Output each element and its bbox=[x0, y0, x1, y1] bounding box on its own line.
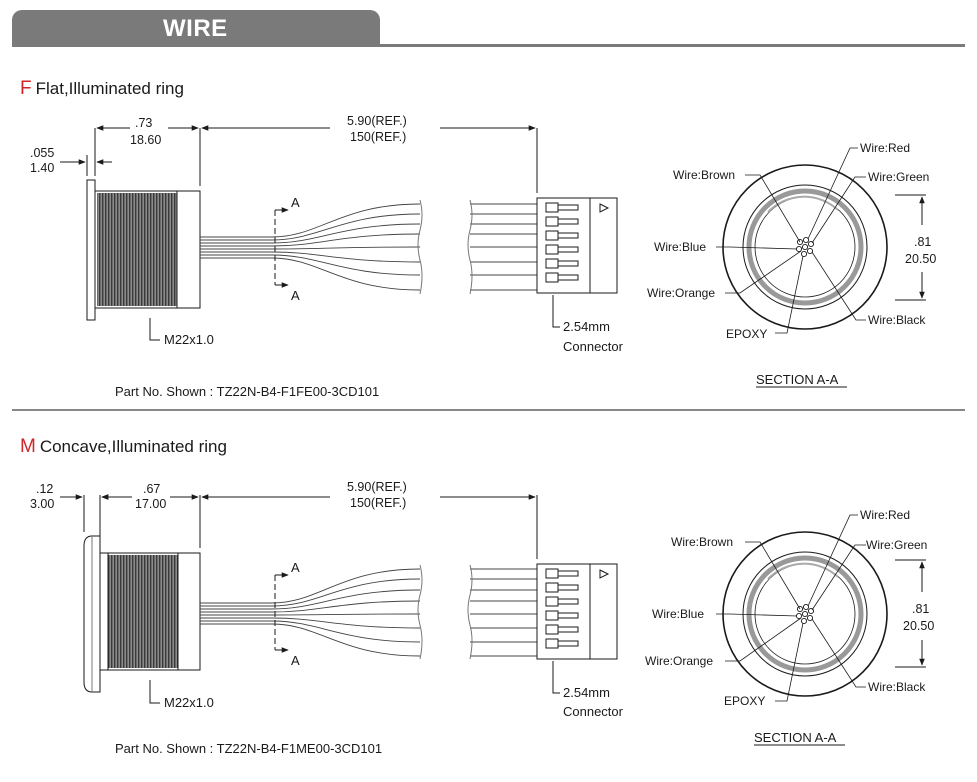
epoxy-label: EPOXY bbox=[726, 327, 767, 341]
connector-label: Connector bbox=[563, 339, 624, 354]
thread-label: M22x1.0 bbox=[164, 695, 214, 710]
dim-body-mm: 18.60 bbox=[130, 133, 161, 147]
thread-label: M22x1.0 bbox=[164, 332, 214, 347]
connector-pitch: 2.54mm bbox=[563, 319, 610, 334]
section-f-cross-section bbox=[716, 147, 926, 388]
wire-brown-label: Wire:Brown bbox=[673, 168, 735, 182]
header-rule bbox=[12, 44, 965, 47]
section-divider bbox=[12, 409, 965, 411]
wire-black-label: Wire:Black bbox=[868, 313, 926, 327]
dim-cable-in: 5.90(REF.) bbox=[347, 114, 407, 128]
diam-mm: 20.50 bbox=[903, 619, 934, 633]
thread-pattern bbox=[97, 193, 177, 306]
diam-in: .81 bbox=[914, 235, 931, 249]
dim-front-mm: 1.40 bbox=[30, 161, 54, 175]
part-number: Part No. Shown : TZ22N-B4-F1ME00-3CD101 bbox=[115, 741, 382, 756]
connector-pitch: 2.54mm bbox=[563, 685, 610, 700]
wire-orange-label: Wire:Orange bbox=[645, 654, 713, 668]
diam-in: .81 bbox=[912, 602, 929, 616]
header-tab bbox=[12, 10, 380, 46]
dim-body-mm: 17.00 bbox=[135, 497, 166, 511]
dim-cable-mm: 150(REF.) bbox=[350, 130, 406, 144]
wire-bundle bbox=[200, 203, 537, 291]
wire-blue-label: Wire:Blue bbox=[652, 607, 704, 621]
wire-blue-label: Wire:Blue bbox=[654, 240, 706, 254]
wire-green-label: Wire:Green bbox=[866, 538, 927, 552]
section-m-title: Concave,Illuminated ring bbox=[39, 437, 227, 456]
section-f-title: Flat,Illuminated ring bbox=[35, 79, 184, 98]
section-f-letter: F bbox=[20, 78, 32, 99]
epoxy-label: EPOXY bbox=[724, 694, 765, 708]
dim-front-in: .055 bbox=[30, 146, 54, 160]
page-title: WIRE bbox=[163, 15, 228, 42]
section-mark-bottom: A bbox=[291, 653, 300, 668]
section-label: SECTION A-A bbox=[756, 372, 839, 387]
section-mark-top: A bbox=[291, 560, 300, 575]
diam-mm: 20.50 bbox=[905, 252, 936, 266]
dim-body-in: .67 bbox=[143, 482, 160, 496]
wire-brown-label: Wire:Brown bbox=[671, 535, 733, 549]
section-mark-top: A bbox=[291, 195, 300, 210]
section-mark-bottom: A bbox=[291, 288, 300, 303]
dim-front-in: .12 bbox=[36, 482, 53, 496]
wire-red-label: Wire:Red bbox=[860, 141, 910, 155]
dim-cable-mm: 150(REF.) bbox=[350, 496, 406, 510]
wire-orange-label: Wire:Orange bbox=[647, 286, 715, 300]
section-m-letter: M bbox=[20, 436, 36, 457]
section-m-cross-section bbox=[716, 514, 926, 746]
connector-label: Connector bbox=[563, 704, 624, 719]
section-f-side-view bbox=[60, 125, 618, 341]
thread-pattern bbox=[108, 555, 178, 668]
wire-bundle bbox=[200, 568, 537, 657]
wire-red-label: Wire:Red bbox=[860, 508, 910, 522]
front-flange bbox=[86, 179, 96, 321]
part-number: Part No. Shown : TZ22N-B4-F1FE00-3CD101 bbox=[115, 384, 379, 399]
dim-body-in: .73 bbox=[135, 116, 152, 130]
section-label: SECTION A-A bbox=[754, 730, 837, 745]
wire-green-label: Wire:Green bbox=[868, 170, 929, 184]
wire-black-label: Wire:Black bbox=[868, 680, 926, 694]
dim-cable-in: 5.90(REF.) bbox=[347, 480, 407, 494]
section-m-side-view bbox=[60, 494, 618, 704]
dim-front-mm: 3.00 bbox=[30, 497, 54, 511]
